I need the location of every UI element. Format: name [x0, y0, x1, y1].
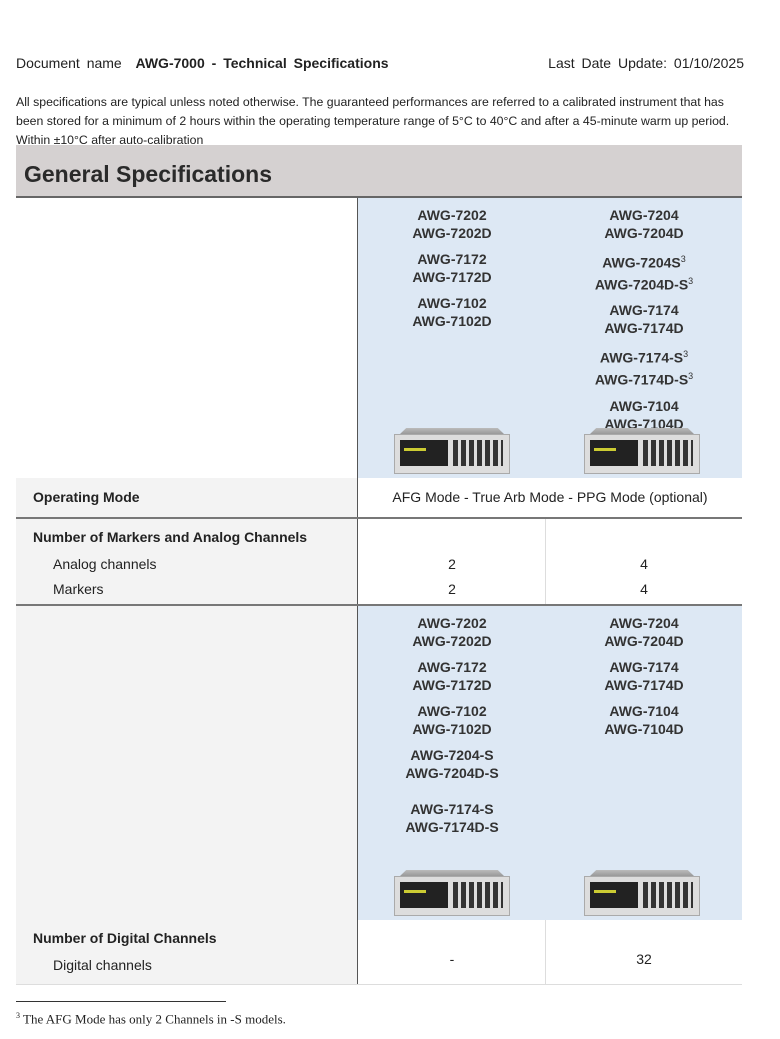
- digital-row: Number of Digital Channels Digital chann…: [16, 920, 742, 985]
- digital-channels-label: Digital channels: [53, 957, 152, 973]
- model: AWG-7204-S: [410, 747, 494, 763]
- footnote: 3 The AFG Mode has only 2 Channels in -S…: [16, 1011, 286, 1027]
- model: AWG-7204D: [604, 225, 684, 241]
- date: 01/10/2025: [673, 55, 744, 71]
- digital-2ch: -: [449, 951, 455, 967]
- model: AWG-7204: [609, 615, 679, 631]
- model: AWG-7104: [609, 397, 679, 414]
- analog-2ch: 2: [448, 556, 456, 572]
- model: AWG-7204: [609, 207, 679, 223]
- model: AWG-7204D-S: [405, 765, 499, 781]
- model: AWG-7174D-S: [594, 371, 689, 388]
- instrument-image-2ch: [394, 870, 510, 916]
- markers-2ch: 2: [448, 581, 456, 597]
- model: AWG-7202: [417, 207, 487, 223]
- model: AWG-7104: [609, 703, 679, 719]
- intro-text: All specifications are typical unless no…: [16, 95, 730, 147]
- instrument-image-4ch: [584, 870, 700, 916]
- model: AWG-7102D: [412, 721, 492, 737]
- model: AWG-7172D: [412, 269, 492, 285]
- doc-name: AWG-7000 - Technical Specifications: [135, 55, 389, 71]
- analog-4ch: 4: [640, 556, 648, 572]
- model: AWG-7102D: [412, 313, 492, 329]
- model: AWG-7174: [609, 659, 679, 675]
- model: AWG-7204D: [604, 633, 684, 649]
- model: AWG-7174D: [604, 677, 684, 693]
- model: AWG-7102: [417, 295, 487, 311]
- analog-channels-label: Analog channels: [53, 556, 157, 572]
- model: AWG-7174-S: [599, 349, 684, 366]
- section-title: General Specifications: [24, 161, 272, 187]
- model: AWG-7204S: [602, 254, 681, 271]
- document-header: Document name AWG-7000 - Technical Speci…: [16, 55, 744, 71]
- operating-mode-value: AFG Mode - True Arb Mode - PPG Mode (opt…: [392, 489, 708, 505]
- model: AWG-7174-S: [410, 801, 494, 817]
- digital-4ch: 32: [636, 951, 652, 967]
- digital-label: Number of Digital Channels: [33, 930, 217, 946]
- model: AWG-7202: [417, 615, 487, 631]
- model: AWG-7104D: [604, 415, 684, 432]
- model: AWG-7172: [417, 659, 487, 675]
- instrument-image-4ch: [584, 428, 700, 474]
- model: AWG-7204D-S: [594, 276, 689, 293]
- operating-mode-row: Operating Mode AFG Mode - True Arb Mode …: [16, 478, 742, 519]
- model: AWG-7102: [417, 703, 487, 719]
- model: AWG-7172: [417, 251, 487, 267]
- date-label: Last Date Update:: [548, 55, 668, 71]
- markers-4ch: 4: [640, 581, 648, 597]
- model: AWG-7172D: [412, 677, 492, 693]
- section-header: General Specifications: [16, 145, 742, 198]
- model: AWG-7104D: [604, 721, 684, 737]
- markers-row: Number of Markers and Analog Channels An…: [16, 519, 742, 606]
- markers-sub-label: Markers: [53, 581, 104, 597]
- model: AWG-7174D-S: [405, 819, 499, 835]
- footnote-divider: [16, 1001, 226, 1002]
- model: AWG-7202D: [412, 225, 492, 241]
- operating-mode-label: Operating Mode: [33, 489, 140, 505]
- instrument-image-2ch: [394, 428, 510, 474]
- model: AWG-7202D: [412, 633, 492, 649]
- model: AWG-7174: [609, 302, 679, 319]
- model: AWG-7174D: [604, 320, 684, 337]
- markers-label: Number of Markers and Analog Channels: [33, 529, 308, 545]
- doc-label: Document name: [16, 55, 122, 71]
